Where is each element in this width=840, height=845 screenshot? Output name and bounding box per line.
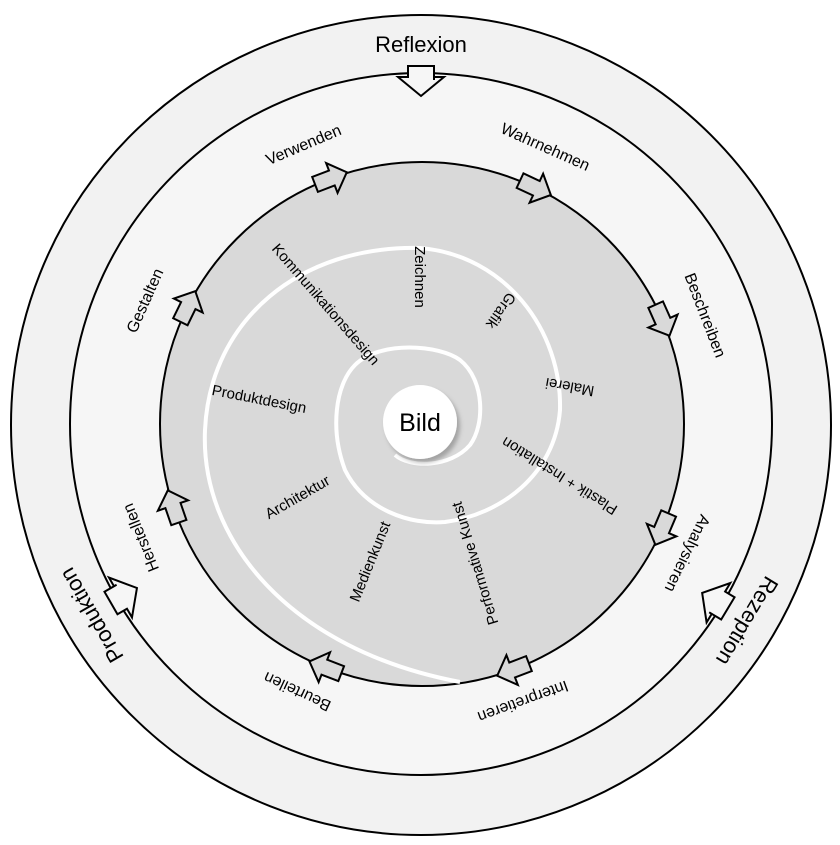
arrow-icon (103, 575, 139, 621)
arrow-icon (701, 581, 736, 626)
center-circle (383, 385, 457, 459)
arrow-icon (155, 489, 191, 527)
arrow-icon (308, 650, 346, 685)
spiral (202, 245, 563, 684)
field-zeichnen: Zeichnen (411, 246, 428, 308)
center-label: Bild (399, 409, 441, 437)
arrow-icon (395, 65, 447, 98)
label-reflexion: Reflexion (375, 32, 467, 57)
arrow-icon (515, 171, 553, 205)
arrow-icon (645, 509, 679, 547)
arrow-icon (495, 652, 534, 687)
arrow-icon (310, 161, 349, 196)
arrow-icon (645, 300, 680, 337)
arrow-icon (171, 289, 205, 327)
